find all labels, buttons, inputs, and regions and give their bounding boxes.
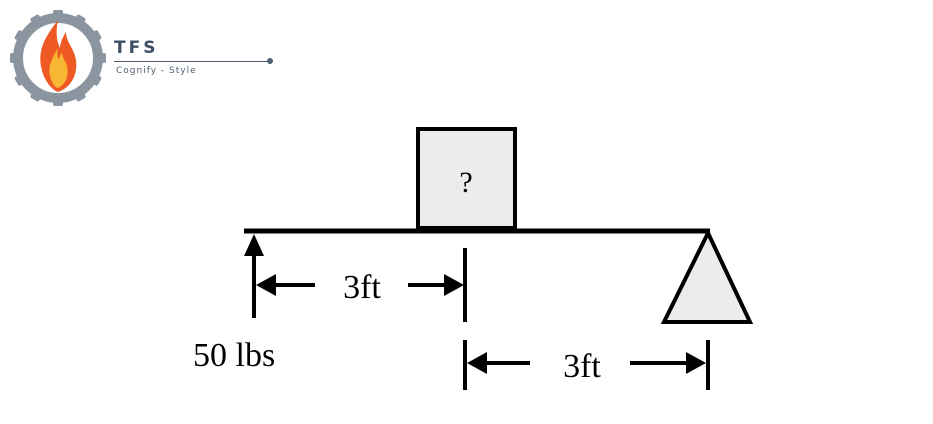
force-arrow-head xyxy=(244,234,264,256)
left-distance-label: 3ft xyxy=(343,269,381,306)
left-dimension-arrowhead-left xyxy=(256,274,276,296)
right-dimension-arrowhead-left xyxy=(467,352,487,374)
gear-icon xyxy=(10,10,106,106)
brand-divider-dot xyxy=(267,58,273,64)
flame-icon xyxy=(40,20,77,92)
right-dimension-arrowhead-right xyxy=(686,352,706,374)
applied-force-label: 50 lbs xyxy=(193,337,275,374)
box-base xyxy=(418,226,515,233)
brand-divider xyxy=(114,61,270,62)
brand-name: TFS xyxy=(114,38,159,58)
left-dimension-arrowhead-right xyxy=(444,274,464,296)
right-distance-label: 3ft xyxy=(563,348,601,385)
unknown-weight-box xyxy=(416,127,517,230)
unknown-weight-label: ? xyxy=(459,166,472,199)
tfs-logo xyxy=(10,10,106,106)
brand-tagline: Cognify - Style xyxy=(116,66,197,76)
fulcrum-triangle xyxy=(660,228,754,324)
